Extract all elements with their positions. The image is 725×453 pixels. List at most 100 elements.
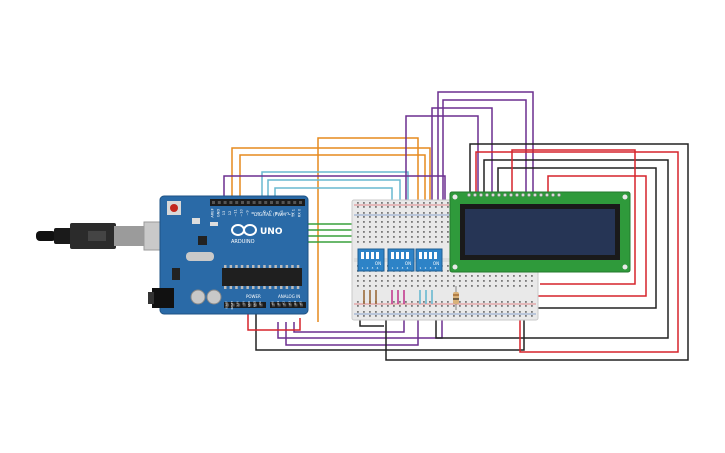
digital-pin[interactable] [246,201,250,204]
dip-toggle[interactable] [366,252,369,259]
digital-pin-label: ~11 [234,209,238,217]
power-pin[interactable] [231,303,235,307]
power-pin-label: Vin [258,301,262,305]
wire-orange-2[interactable] [239,154,426,215]
wire-purple-2[interactable] [405,115,479,215]
lcd-pin[interactable] [485,193,489,197]
dip-toggle[interactable] [371,252,374,259]
wire-purple-5[interactable] [442,99,527,215]
lcd-mount-hole [452,264,458,270]
analog-header[interactable] [270,302,306,308]
wire-red-4[interactable] [511,149,636,285]
dip-on-label: ON [375,261,381,266]
analog-pin-label: A4 [293,301,297,305]
dip-toggle[interactable] [361,252,364,259]
digital-pin[interactable] [264,201,268,204]
analog-pin[interactable] [300,303,303,307]
wire-purple-7[interactable] [285,300,419,346]
lcd-pin[interactable] [473,193,477,197]
wire-cyan-2[interactable] [267,179,401,215]
digital-pin[interactable] [287,201,291,204]
lcd-pin[interactable] [503,193,507,197]
digital-pin[interactable] [258,201,262,204]
wire-cyan-1[interactable] [261,171,409,215]
dip-number: 4 [377,266,379,270]
analog-pin[interactable] [288,303,292,307]
lcd-pin[interactable] [467,193,471,197]
digital-pin[interactable] [293,201,297,204]
chip-pins [224,265,300,289]
lcd-pin[interactable] [515,193,519,197]
analog-pin[interactable] [277,303,281,307]
smd-component [210,222,218,226]
dip-toggle[interactable] [401,252,404,259]
dip-toggle[interactable] [434,252,437,259]
digital-pin[interactable] [217,201,221,204]
wire-black-5[interactable] [359,318,384,327]
digital-pin-label: 12 [228,211,232,216]
lcd-pin[interactable] [497,193,501,197]
analog-pin[interactable] [294,303,298,307]
analog-pin[interactable] [283,303,287,307]
digital-pin[interactable] [212,201,215,204]
lcd-pin[interactable] [533,193,537,197]
wire-black-4[interactable] [255,308,525,351]
dip-toggle[interactable] [406,252,409,259]
digital-pin[interactable] [235,201,239,204]
dip-toggle[interactable] [376,252,379,259]
power-pin[interactable] [242,303,246,307]
lcd-pin[interactable] [527,193,531,197]
power-pin[interactable] [226,303,229,307]
power-pin[interactable] [248,303,252,307]
lcd-pin[interactable] [491,193,495,197]
digital-pin[interactable] [281,201,285,204]
digital-pin[interactable] [299,201,302,204]
wire-orange-1[interactable] [231,147,431,215]
power-pin-label: IOREF [225,301,229,309]
digital-pin[interactable] [223,201,227,204]
power-jack-icon[interactable] [148,288,174,308]
dip-toggle[interactable] [396,252,399,259]
lcd-pin[interactable] [551,193,555,197]
lcd-pin[interactable] [545,193,549,197]
dip-toggle[interactable] [391,252,394,259]
power-pin[interactable] [237,303,241,307]
dip-toggle[interactable] [419,252,422,259]
analog-pin[interactable] [272,303,275,307]
capacitor-1 [190,289,206,305]
resistor-icon[interactable] [453,286,459,310]
wire-black-2[interactable] [435,159,669,339]
lcd-pin[interactable] [539,193,543,197]
digital-pin[interactable] [241,201,244,204]
digital-header[interactable] [210,199,305,206]
power-pin[interactable] [259,303,263,307]
reset-button-icon[interactable] [167,201,181,215]
digital-pin-label: GND [216,209,220,217]
digital-pin[interactable] [229,201,233,204]
lcd-pin[interactable] [509,193,513,197]
lcd-pin[interactable] [521,193,525,197]
dip-toggle[interactable] [429,252,432,259]
usb-cable-icon[interactable] [36,221,169,251]
wire-red-2[interactable] [530,175,647,297]
wire-red-1[interactable] [475,151,679,353]
digital-pin[interactable] [252,201,256,204]
lcd-display[interactable] [449,191,631,273]
lcd-pin[interactable] [557,193,561,197]
lcd-pin[interactable] [479,193,483,197]
digital-pin[interactable] [275,201,279,204]
wire-red-3[interactable] [247,308,301,331]
digital-pin-label: ~9 [245,210,249,216]
digital-pin[interactable] [270,201,273,204]
dip-toggle[interactable] [424,252,427,259]
power-pin[interactable] [254,303,257,307]
voltage-regulator [172,268,180,280]
digital-pin-label: AREF [211,208,215,217]
